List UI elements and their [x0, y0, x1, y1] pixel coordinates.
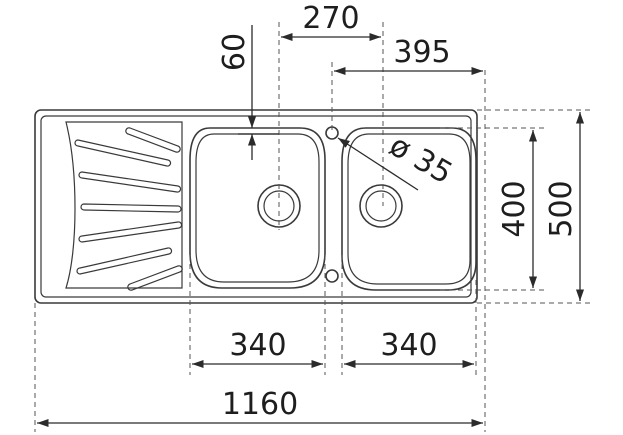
label-395: 395	[393, 35, 450, 70]
drainer-groove	[76, 247, 173, 275]
left-bowl	[189, 127, 326, 289]
label-400: 400	[497, 180, 532, 237]
dimension-lines	[37, 25, 585, 428]
left-bowl-outer	[189, 127, 326, 289]
label-60: 60	[217, 33, 252, 71]
sink-outer-rim	[34, 109, 478, 304]
left-bowl-inner	[195, 133, 320, 283]
drainer-groove	[78, 221, 183, 243]
drainer-groove	[74, 139, 172, 167]
label-500: 500	[544, 180, 579, 237]
label-diameter: ø 35	[383, 128, 458, 191]
drainer-grooves	[74, 127, 183, 291]
overflow-hole	[325, 269, 339, 283]
right-bowl-inner	[347, 133, 471, 285]
label-1160: 1160	[222, 387, 298, 422]
right-bowl	[341, 127, 477, 291]
drainer-groove	[78, 171, 182, 193]
right-drain-outer	[359, 184, 403, 228]
dim-leader-diameter	[337, 137, 419, 191]
extension-lines	[34, 22, 590, 432]
label-340-right: 340	[380, 328, 437, 363]
drainer-groove	[125, 127, 181, 153]
dimension-labels: 270 395 60 ø 35 400 500 340 340 1160	[217, 1, 579, 422]
drainer-groove	[127, 265, 183, 291]
sink-inner-rim	[40, 115, 472, 298]
drainer-groove	[80, 203, 182, 213]
right-drain-inner	[365, 190, 397, 222]
drainer-outline	[65, 121, 183, 289]
right-bowl-outer	[341, 127, 477, 291]
label-270: 270	[302, 1, 359, 36]
label-340-left: 340	[229, 328, 286, 363]
